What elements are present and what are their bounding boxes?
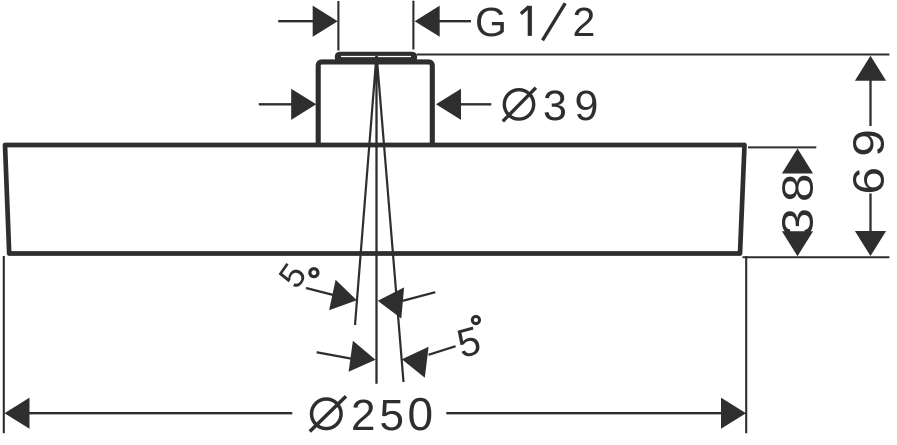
svg-text:5: 5 <box>452 319 485 367</box>
svg-text:G: G <box>475 0 507 45</box>
svg-text:69: 69 <box>844 119 893 195</box>
svg-text:2: 2 <box>573 0 596 45</box>
svg-text:5: 5 <box>380 391 404 440</box>
svg-text:9: 9 <box>575 82 599 130</box>
svg-text:3: 3 <box>543 82 567 130</box>
svg-text:2: 2 <box>351 391 375 440</box>
svg-text:0: 0 <box>408 388 434 440</box>
svg-text:38: 38 <box>774 168 823 237</box>
